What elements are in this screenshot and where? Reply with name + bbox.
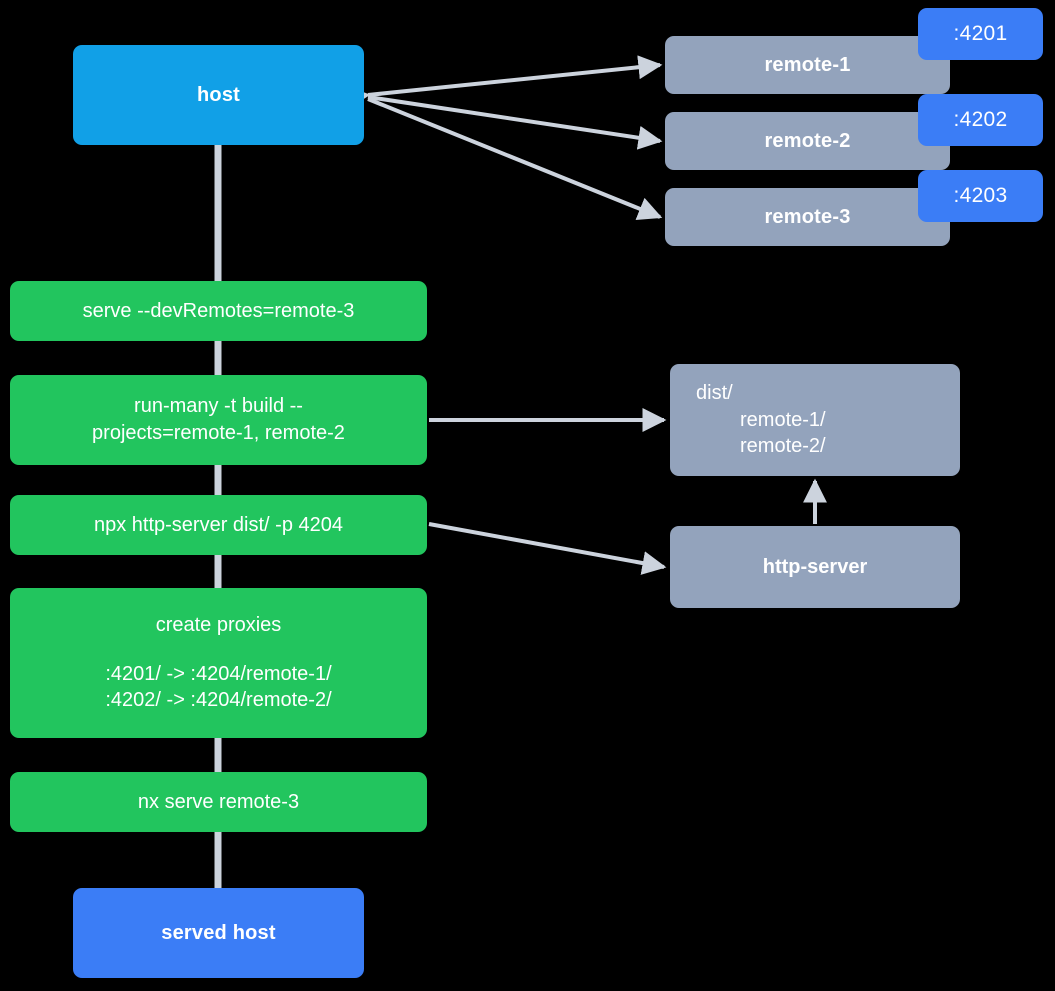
command-line: projects=remote-1, remote-2 (92, 422, 345, 444)
proxy-mapping-line: :4202/ -> :4204/remote-2/ (105, 689, 332, 712)
edge-host-to-remote-2 (367, 95, 663, 150)
node-remote-1[interactable]: remote-1 (665, 36, 950, 94)
node-remote-1-label: remote-1 (764, 53, 851, 76)
edge-npx-to-http-server (428, 522, 667, 575)
node-remote-2[interactable]: remote-2 (665, 112, 950, 170)
command-line: run-many -t build -- (134, 395, 303, 418)
node-http-server-label: http-server (762, 555, 868, 578)
command-line: nx serve remote-3 (137, 790, 300, 813)
node-command-nx-serve-remote-3[interactable]: nx serve remote-3 (10, 772, 427, 832)
command-line: npx http-server dist/ -p 4204 (93, 513, 343, 536)
node-command-create-proxies[interactable]: create proxies :4201/ -> :4204/remote-1/… (10, 588, 427, 738)
dist-root-label: dist/ (696, 381, 733, 404)
dist-child-remote-2: remote-2/ (740, 435, 826, 458)
node-host[interactable]: host (73, 45, 364, 145)
node-host-label: host (196, 83, 241, 106)
node-command-serve-dev-remotes[interactable]: serve --devRemotes=remote-3 (10, 281, 427, 341)
node-served-host-label: served host (161, 921, 276, 944)
node-served-host[interactable]: served host (73, 888, 364, 978)
node-command-npx-http-server[interactable]: npx http-server dist/ -p 4204 (10, 495, 427, 555)
command-line: serve --devRemotes=remote-3 (82, 299, 355, 322)
node-remote-3[interactable]: remote-3 (665, 188, 950, 246)
command-title: create proxies (155, 613, 282, 636)
port-badge-remote-2[interactable]: :4202 (918, 94, 1043, 146)
edge-host-to-remote-1 (345, 55, 663, 110)
node-command-run-many-build[interactable]: run-many -t build -- projects=remote-1, … (10, 375, 427, 465)
port-badge-remote-1-label: :4201 (953, 22, 1008, 45)
node-dist-folder[interactable]: dist/ remote-1/ remote-2/ (670, 364, 960, 476)
node-http-server[interactable]: http-server (670, 526, 960, 608)
node-remote-2-label: remote-2 (764, 129, 851, 152)
edge-host-to-remote-3 (367, 97, 663, 221)
node-remote-3-label: remote-3 (764, 205, 851, 228)
port-badge-remote-3-label: :4203 (953, 184, 1008, 207)
port-badge-remote-2-label: :4202 (953, 108, 1008, 131)
port-badge-remote-1[interactable]: :4201 (918, 8, 1043, 60)
proxy-mapping-line: :4201/ -> :4204/remote-1/ (105, 662, 332, 685)
dist-child-remote-1: remote-1/ (740, 408, 826, 431)
port-badge-remote-3[interactable]: :4203 (918, 170, 1043, 222)
